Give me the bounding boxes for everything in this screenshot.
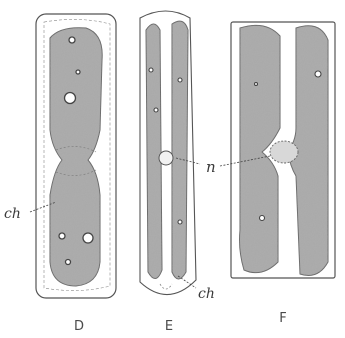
cell-f-nucleus xyxy=(270,141,298,163)
cell-e-nucleus xyxy=(159,151,173,165)
cell-d xyxy=(36,14,116,298)
label-ch-left: ch xyxy=(4,206,21,222)
cell-e xyxy=(140,11,196,295)
label-ch-right: ch xyxy=(198,286,215,302)
label-n: n xyxy=(206,158,216,176)
annotation-ch-left: ch xyxy=(4,202,56,222)
caption-f: F xyxy=(279,311,286,326)
cell-f xyxy=(231,22,335,278)
caption-e: E xyxy=(165,319,173,334)
caption-d: D xyxy=(74,319,84,334)
